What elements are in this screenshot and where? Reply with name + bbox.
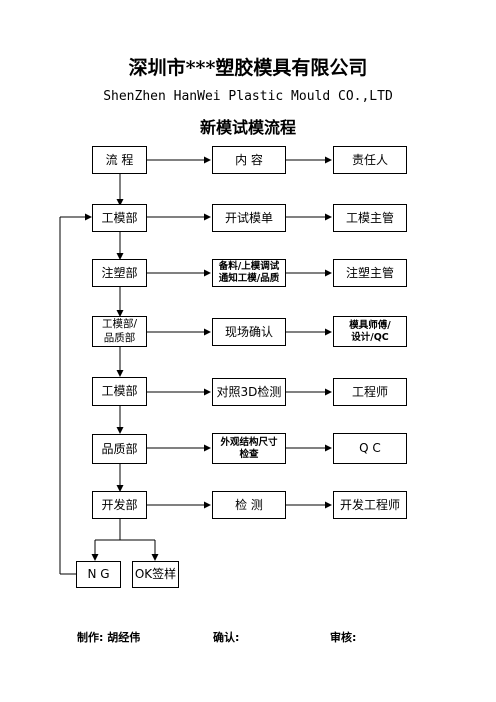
header-process-box: 流 程 — [92, 146, 147, 174]
process-box-4: 工模部 — [92, 377, 147, 406]
company-english-name: ShenZhen HanWei Plastic Mould CO.,LTD — [103, 89, 393, 104]
responsible-box-6: 开发工程师 — [333, 491, 407, 519]
content-box-3: 现场确认 — [212, 318, 286, 346]
content-box-6: 检 测 — [212, 491, 286, 519]
process-box-2: 注塑部 — [92, 259, 147, 287]
header-responsible-box: 责任人 — [333, 146, 407, 174]
content-box-2: 备料/上模调试 通知工模/品质 — [212, 259, 286, 287]
responsible-box-3: 模具师傅/ 设计/QC — [333, 316, 407, 347]
content-box-5: 外观结构尺寸 检查 — [212, 433, 286, 464]
content-box-1: 开试模单 — [212, 204, 286, 232]
process-box-5: 品质部 — [92, 434, 147, 464]
review-label: 审核: — [330, 631, 357, 644]
responsible-box-1: 工模主管 — [333, 204, 407, 232]
ng-box: N G — [76, 561, 121, 588]
process-box-6: 开发部 — [92, 491, 147, 519]
company-title: 深圳市***塑胶模具有限公司 — [128, 57, 368, 79]
process-box-1: 工模部 — [92, 204, 147, 232]
responsible-box-5: Q C — [333, 433, 407, 464]
content-box-4: 对照3D检测 — [212, 378, 286, 406]
responsible-box-4: 工程师 — [333, 378, 407, 406]
ok-sample-box: OK签样 — [132, 561, 179, 588]
document-title: 新模试模流程 — [199, 118, 296, 137]
process-box-3: 工模部/ 品质部 — [92, 316, 147, 347]
confirm-label: 确认: — [213, 631, 240, 644]
responsible-box-2: 注塑主管 — [333, 259, 407, 287]
header-content-box: 内 容 — [212, 146, 286, 174]
made-by-label: 制作: 胡经伟 — [77, 631, 141, 644]
